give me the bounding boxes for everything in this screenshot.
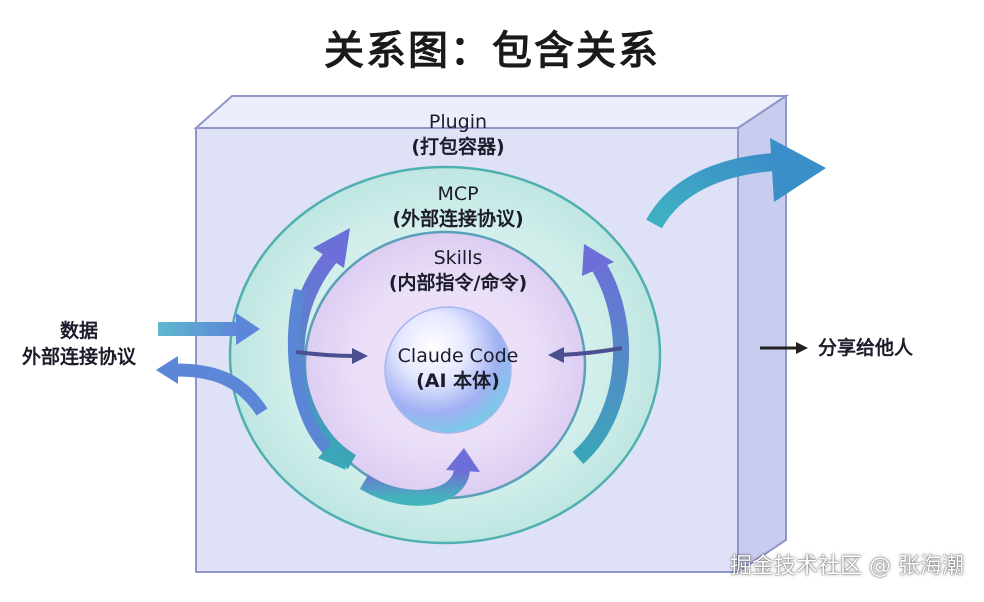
bottom-hook-arrowhead-icon <box>446 448 480 472</box>
right-label-arrowhead-icon <box>796 342 808 354</box>
input-arrow-icon <box>158 322 238 336</box>
core-desc: (AI 本体) <box>416 370 500 392</box>
return-arrow-icon <box>175 363 268 416</box>
core-name: Claude Code <box>397 345 519 367</box>
skills-label: Skills (内部指令/命令) <box>368 246 548 296</box>
share-arrowhead-icon <box>770 138 826 202</box>
left-inner-arrowhead-icon <box>318 440 346 470</box>
left-inner-arrow-icon <box>287 288 335 457</box>
input-arrowhead-icon <box>236 313 260 345</box>
right-label: 分享给他人 <box>818 337 914 359</box>
core-label: Claude Code (AI 本体) <box>378 344 538 394</box>
left-label-line1: 数据 <box>59 320 98 342</box>
right-to-core-arrow-icon <box>559 346 623 357</box>
plugin-name: Plugin <box>428 111 488 133</box>
mcp-label: MCP (外部连接协议) <box>368 182 548 232</box>
plugin-desc: (打包容器) <box>411 136 505 158</box>
return-arrowhead-icon <box>156 356 178 384</box>
mcp-name: MCP <box>437 183 479 205</box>
plugin-label: Plugin (打包容器) <box>388 110 528 160</box>
share-arrow-icon <box>646 153 775 229</box>
bottom-hook-arrow-icon <box>359 466 470 506</box>
mcp-desc: (外部连接协议) <box>392 208 524 230</box>
left-label: 数据 外部连接协议 <box>4 318 154 370</box>
right-outer-arrowhead-icon <box>582 244 614 276</box>
right-to-core-arrowhead-icon <box>548 347 564 363</box>
core-sphere <box>384 306 512 434</box>
diagram-title: 关系图：包含关系 <box>324 28 660 74</box>
skills-desc: (内部指令/命令) <box>388 272 528 294</box>
left-label-line2: 外部连接协议 <box>21 346 136 368</box>
skills-name: Skills <box>433 247 483 269</box>
left-outer-arrowhead-icon <box>313 228 350 268</box>
watermark: 掘金技术社区 @ 张海潮 <box>730 554 964 579</box>
right-outer-arrow-icon <box>572 257 630 464</box>
left-to-core-arrowhead-icon <box>352 348 368 364</box>
left-to-core-arrow-icon <box>295 350 356 358</box>
